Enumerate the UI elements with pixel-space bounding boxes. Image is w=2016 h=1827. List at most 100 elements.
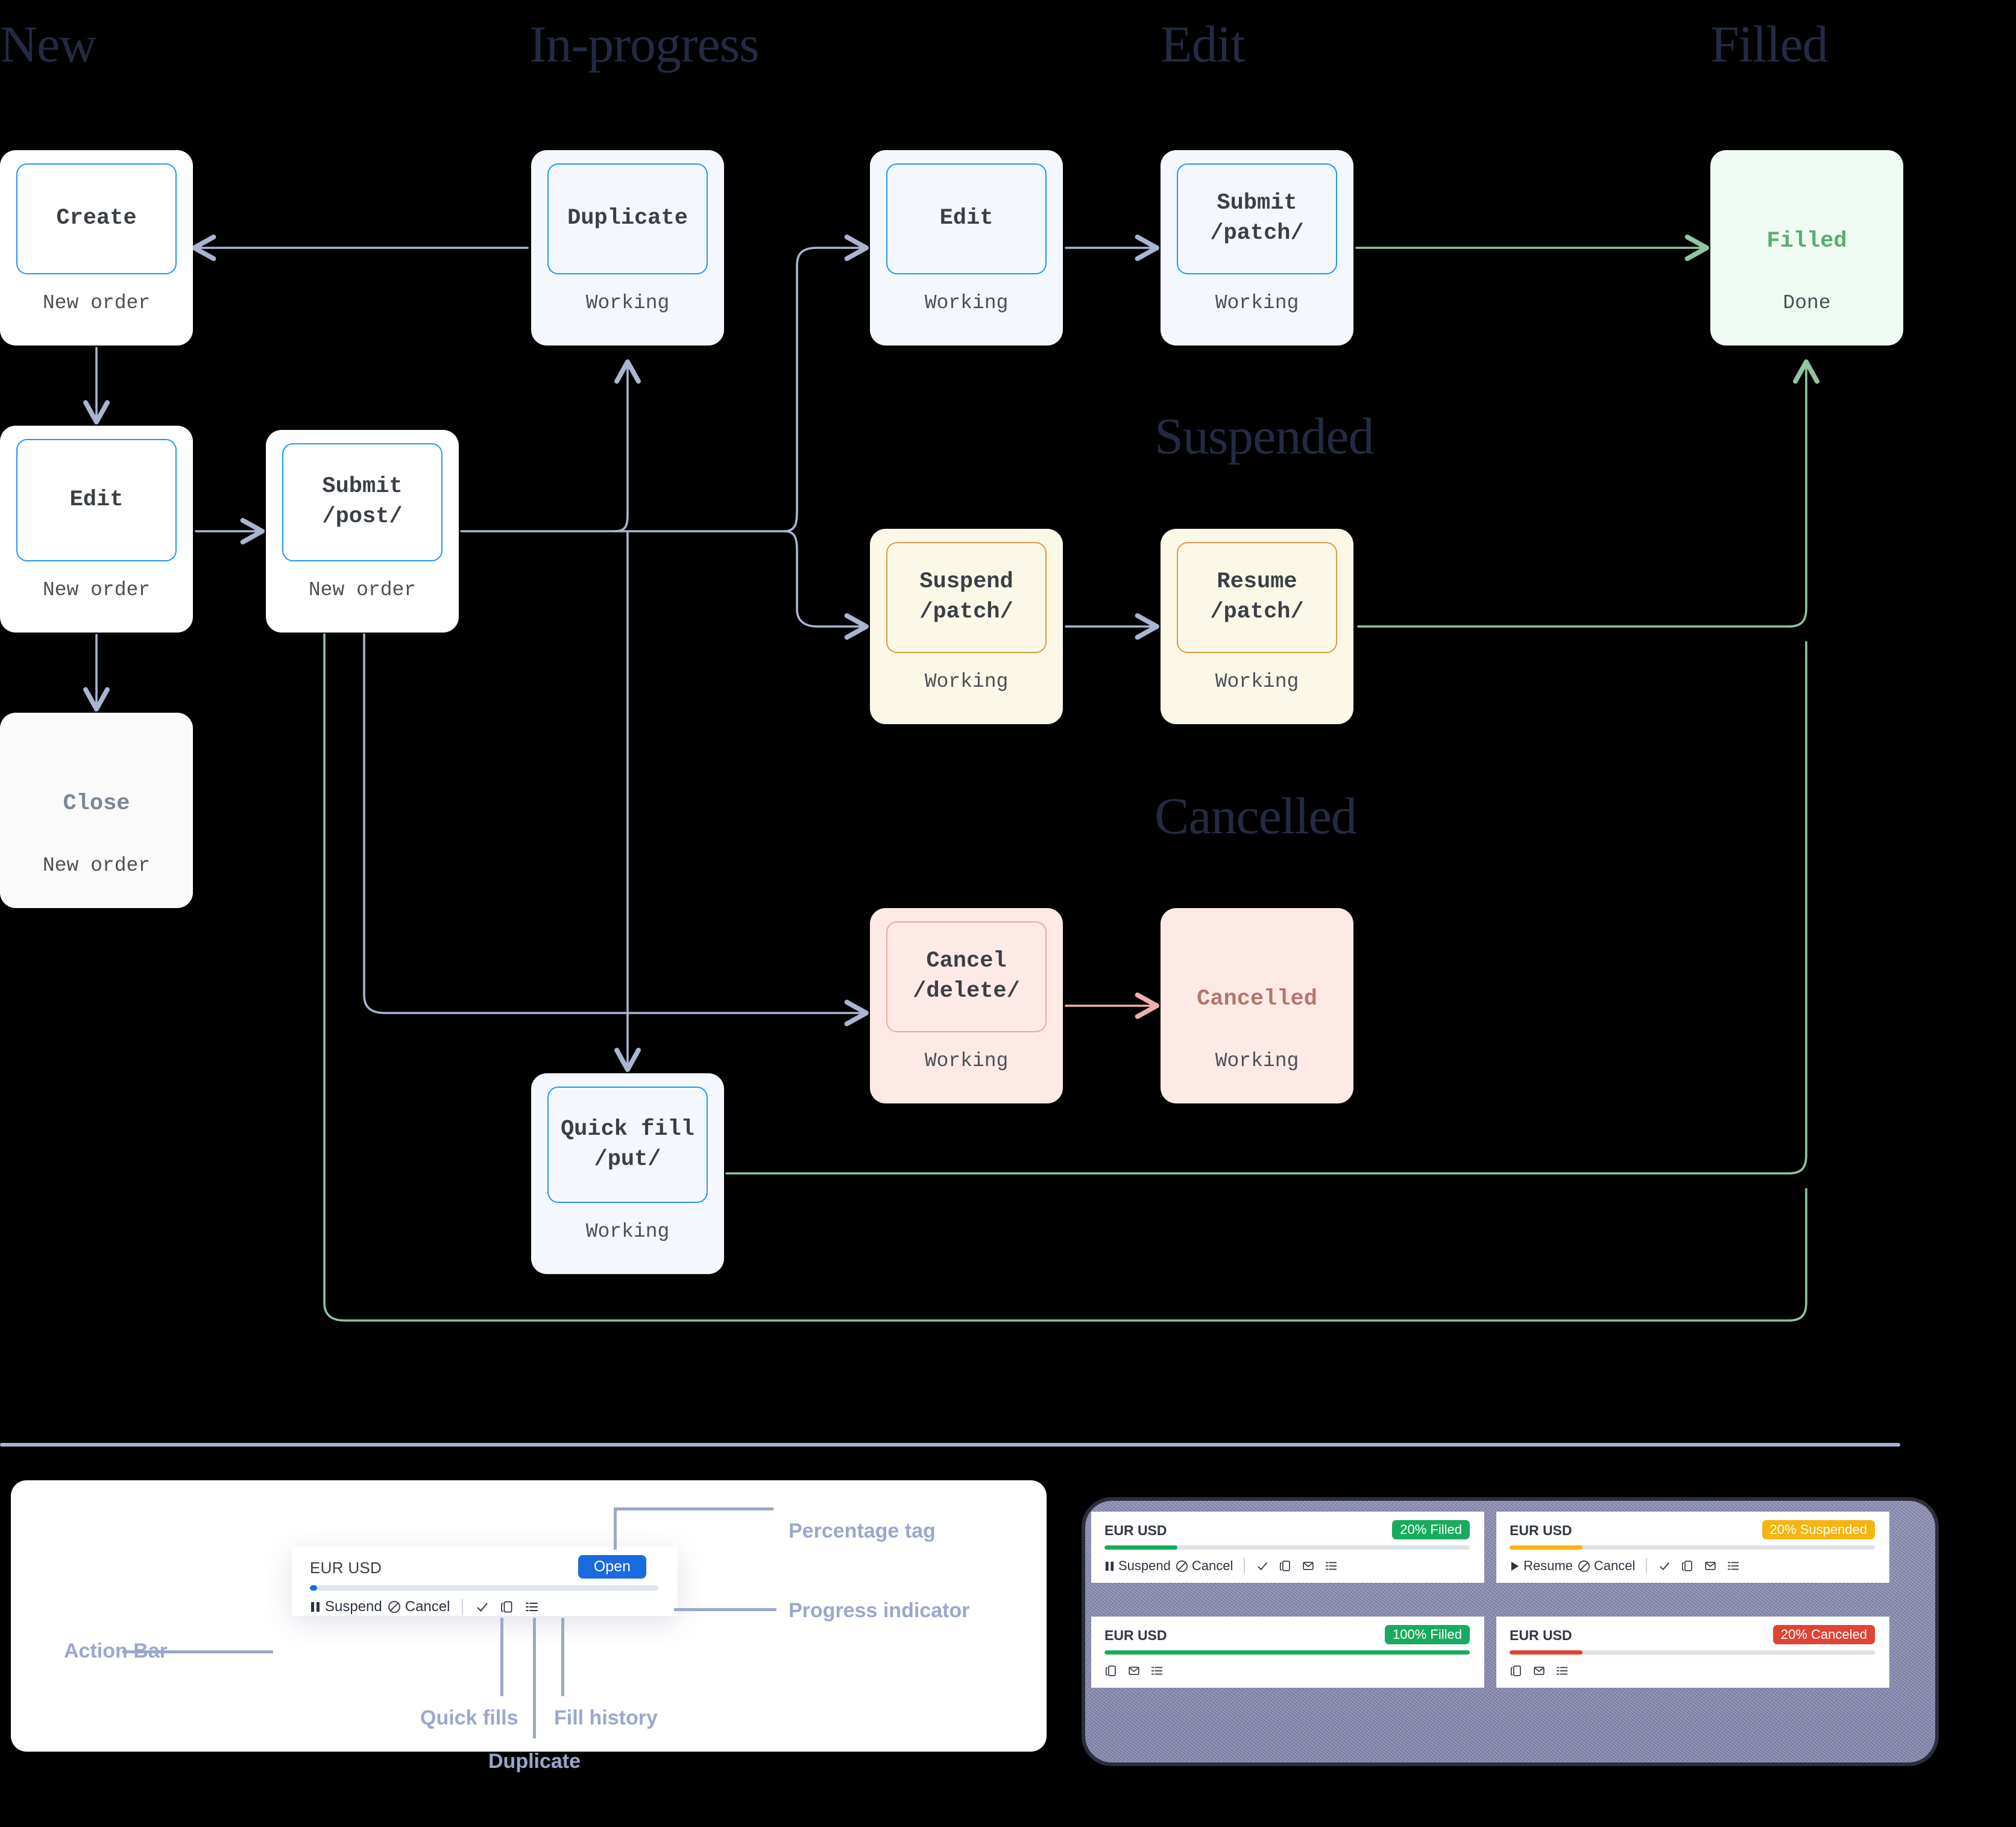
mail-button[interactable]	[1127, 1664, 1141, 1677]
node-status-caption: Working	[1215, 292, 1299, 314]
list-icon[interactable]	[524, 1600, 539, 1614]
action-bar: Suspend Cancel	[310, 1597, 666, 1617]
mail-icon[interactable]	[1704, 1559, 1717, 1573]
cancel-icon	[1176, 1560, 1188, 1572]
cancel-icon	[1578, 1560, 1590, 1572]
mail-button[interactable]	[1302, 1559, 1315, 1573]
node-status-caption: Working	[1215, 671, 1299, 693]
list-button[interactable]	[1727, 1559, 1740, 1573]
check-icon[interactable]	[1658, 1560, 1671, 1572]
list-icon[interactable]	[1555, 1664, 1569, 1677]
node-cancel[interactable]: Cancel/delete/Working	[870, 908, 1063, 1103]
list-button[interactable]	[1150, 1664, 1164, 1677]
progress-indicator	[1104, 1545, 1470, 1550]
action-bar: Resume Cancel	[1510, 1556, 1881, 1576]
node-status-caption: New order	[42, 579, 151, 601]
cancel-icon	[388, 1601, 400, 1613]
currency-pair-label: EUR USD	[1104, 1627, 1167, 1643]
duplicate-button[interactable]	[1279, 1559, 1292, 1573]
progress-indicator	[310, 1585, 658, 1591]
check-button[interactable]	[1256, 1560, 1269, 1572]
mail-button[interactable]	[1704, 1559, 1717, 1573]
list-icon[interactable]	[1325, 1559, 1338, 1573]
duplicate-button[interactable]	[1510, 1664, 1523, 1677]
node-resume[interactable]: Resume/patch/Working	[1161, 529, 1353, 724]
legend-card-header: EUR USD Open	[310, 1554, 666, 1579]
primary-action-button[interactable]: Suspend	[1104, 1558, 1171, 1574]
callout-progress-indicator: Progress indicator	[789, 1599, 970, 1622]
callout-line-fillhistory	[561, 1618, 564, 1696]
primary-action-label: Suspend	[1118, 1558, 1171, 1573]
duplicate-icon[interactable]	[1104, 1664, 1118, 1677]
duplicate-icon[interactable]	[1510, 1664, 1523, 1677]
node-title: Submit	[1217, 191, 1297, 216]
check-icon[interactable]	[1256, 1560, 1269, 1572]
mail-button[interactable]	[1532, 1664, 1546, 1677]
suspend-button[interactable]: Suspend	[310, 1598, 382, 1615]
node-endpoint: /patch/	[919, 599, 1013, 625]
list-button[interactable]	[1325, 1559, 1338, 1573]
duplicate-icon[interactable]	[500, 1600, 514, 1614]
callout-duplicate: Duplicate	[488, 1750, 581, 1773]
legend-order-card[interactable]: EUR USD Open Suspend Cancel	[292, 1547, 678, 1616]
node-status-caption: New order	[42, 854, 151, 877]
node-status-caption: Working	[585, 1220, 670, 1243]
section-divider	[0, 1443, 1900, 1447]
node-submit-post[interactable]: Submit/post/New order	[266, 430, 459, 633]
node-title: Resume	[1217, 569, 1297, 595]
cancel-button[interactable]: Cancel	[1578, 1558, 1635, 1574]
callout-action-bar: Action Bar	[64, 1639, 168, 1662]
section-heading-cancelled: Cancelled	[1154, 787, 1357, 845]
cancel-label: Cancel	[1593, 1558, 1636, 1573]
node-title: Cancel	[926, 948, 1007, 974]
node-endpoint: /post/	[322, 504, 403, 529]
column-heading-new: New	[0, 15, 96, 73]
duplicate-icon[interactable]	[1279, 1559, 1292, 1573]
mail-icon[interactable]	[1532, 1664, 1546, 1677]
duplicate-button[interactable]	[1104, 1664, 1118, 1677]
cancel-button[interactable]: Cancel	[388, 1598, 450, 1615]
node-title: Filled	[1766, 229, 1847, 254]
mail-icon[interactable]	[1127, 1664, 1141, 1677]
node-inner-box: Submit/patch/	[1177, 163, 1337, 274]
duplicate-button[interactable]	[1681, 1559, 1694, 1573]
action-separator	[462, 1598, 464, 1615]
node-title: Quick fill	[560, 1116, 695, 1142]
list-icon[interactable]	[1727, 1559, 1740, 1573]
callout-line-percentage	[614, 1507, 773, 1510]
check-button[interactable]	[1658, 1560, 1671, 1572]
callout-quick-fills: Quick fills	[420, 1706, 518, 1729]
node-status-caption: Working	[924, 1050, 1009, 1072]
suspend-label: Suspend	[325, 1598, 382, 1615]
list-icon[interactable]	[1150, 1664, 1164, 1677]
callout-line-progress	[674, 1608, 776, 1611]
list-button[interactable]	[1555, 1664, 1569, 1677]
node-title: Close	[63, 791, 130, 816]
node-quickfill[interactable]: Quick fill/put/Working	[531, 1073, 724, 1274]
cancel-button[interactable]: Cancel	[1176, 1558, 1233, 1574]
node-submit-patch[interactable]: Submit/patch/Working	[1161, 150, 1353, 346]
callout-line-actionbar	[122, 1650, 273, 1653]
check-icon[interactable]	[475, 1600, 490, 1614]
primary-action-button[interactable]: Resume	[1510, 1558, 1573, 1574]
open-button[interactable]: Open	[578, 1555, 646, 1579]
node-inner-box: Duplicate	[547, 163, 708, 274]
duplicate-icon[interactable]	[1681, 1559, 1694, 1573]
mail-icon[interactable]	[1302, 1559, 1315, 1573]
currency-pair-label: EUR USD	[1104, 1522, 1167, 1538]
node-title: Edit	[69, 487, 124, 513]
currency-pair-label: EUR USD	[1510, 1522, 1572, 1538]
progress-indicator	[1510, 1650, 1875, 1655]
node-suspend[interactable]: Suspend/patch/Working	[870, 529, 1063, 724]
